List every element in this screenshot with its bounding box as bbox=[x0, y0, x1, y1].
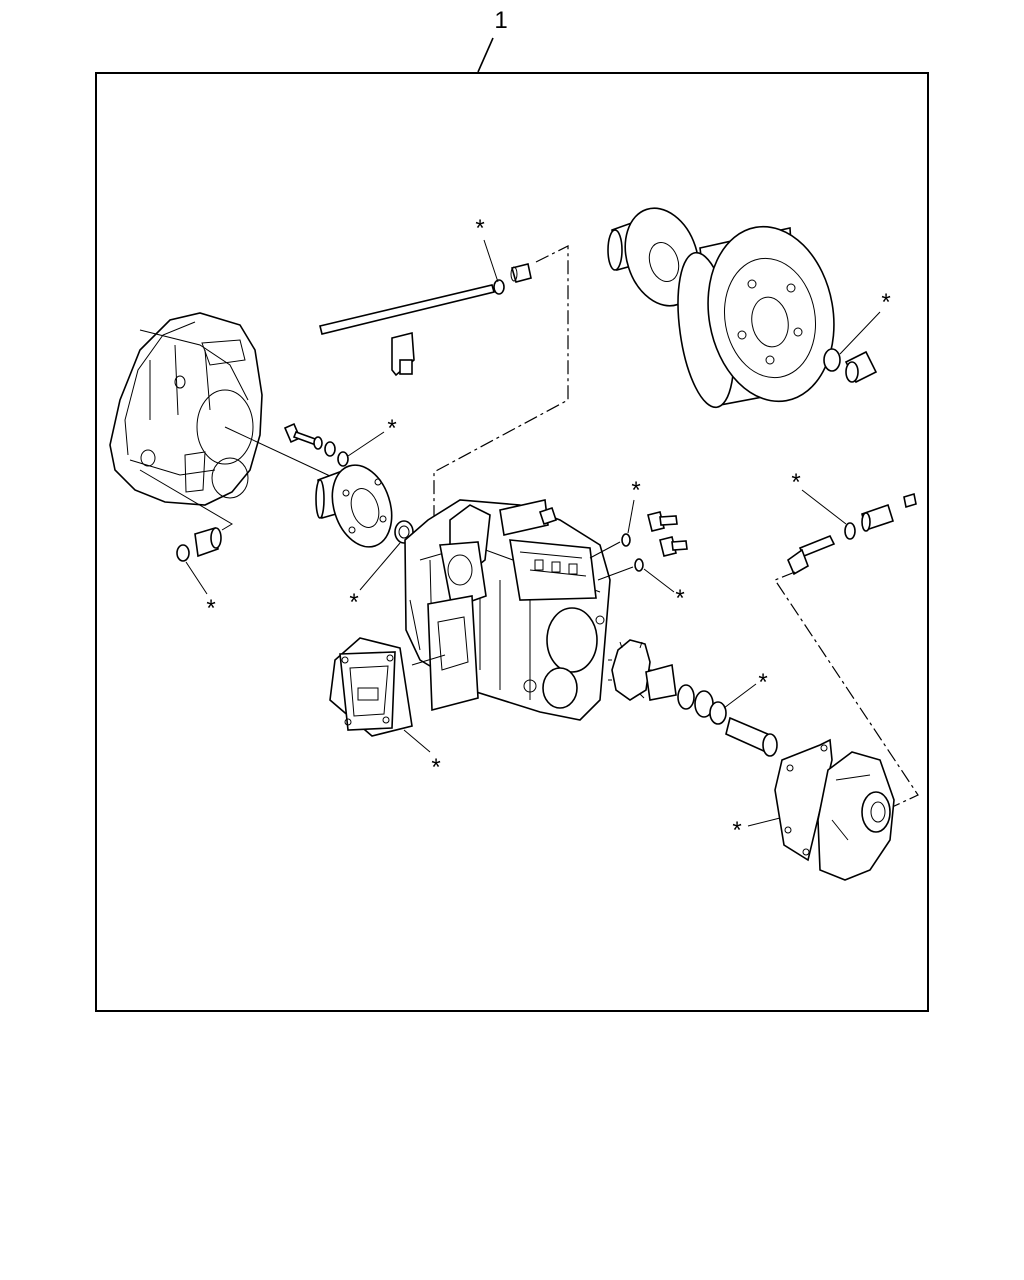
speedometer-bushing bbox=[903, 492, 917, 509]
svg-text:*: * bbox=[732, 817, 741, 844]
pilot-bushing bbox=[194, 526, 222, 558]
retainer-bolt bbox=[283, 422, 320, 447]
guide-line bbox=[139, 469, 233, 531]
washer bbox=[634, 558, 644, 572]
speedometer-driven-gear bbox=[787, 534, 836, 576]
kit-marker: * bbox=[627, 477, 641, 534]
kit-marker: * bbox=[185, 561, 216, 622]
svg-text:*: * bbox=[206, 595, 215, 622]
top-cover-gasket bbox=[329, 637, 413, 737]
output-shaft-collar bbox=[645, 663, 677, 701]
plug bbox=[510, 263, 532, 283]
kit-marker: * bbox=[349, 542, 401, 616]
guide-line bbox=[774, 571, 919, 809]
washer bbox=[324, 441, 336, 457]
kit-marker: * bbox=[475, 215, 499, 283]
output-sleeve bbox=[725, 716, 778, 757]
svg-text:*: * bbox=[475, 215, 484, 242]
extension-housing bbox=[774, 738, 895, 881]
shift-rod bbox=[319, 284, 495, 377]
kit-marker: * bbox=[723, 669, 768, 709]
rear-cover bbox=[427, 595, 479, 712]
o-ring bbox=[709, 701, 727, 725]
lock-nut bbox=[844, 350, 878, 384]
kit-marker: * bbox=[791, 469, 847, 525]
kit-marker: * bbox=[643, 568, 685, 612]
svg-text:*: * bbox=[631, 477, 640, 504]
o-ring bbox=[493, 279, 505, 295]
washer bbox=[176, 544, 190, 562]
lock-washer bbox=[313, 436, 323, 450]
svg-text:*: * bbox=[349, 589, 358, 616]
speedometer-drive-gear bbox=[608, 639, 652, 701]
svg-text:*: * bbox=[431, 754, 440, 781]
callout-number: 1 bbox=[494, 7, 507, 34]
bearing-retainer bbox=[315, 464, 393, 548]
svg-text:*: * bbox=[791, 469, 800, 496]
kit-marker: * bbox=[403, 729, 441, 781]
guide-line bbox=[411, 654, 446, 666]
kit-marker: * bbox=[732, 817, 781, 844]
clutch-housing bbox=[109, 312, 263, 506]
svg-text:*: * bbox=[758, 669, 767, 696]
guide-line bbox=[597, 566, 634, 581]
callout-leader bbox=[477, 37, 494, 73]
guide-line bbox=[589, 541, 621, 559]
kit-frame bbox=[95, 72, 929, 1012]
speedometer-sleeve bbox=[861, 503, 894, 532]
o-ring bbox=[823, 348, 841, 372]
o-ring bbox=[337, 451, 349, 467]
plug-screw bbox=[659, 536, 688, 557]
plug-screw bbox=[647, 511, 678, 532]
svg-text:*: * bbox=[387, 415, 396, 442]
parking-brake-drum bbox=[677, 225, 835, 409]
svg-text:*: * bbox=[881, 289, 890, 316]
kit-marker: * bbox=[347, 415, 397, 457]
o-ring bbox=[844, 522, 856, 540]
washer bbox=[621, 533, 631, 547]
svg-text:*: * bbox=[675, 585, 684, 612]
spacer bbox=[677, 684, 695, 710]
kit-marker: * bbox=[839, 289, 891, 355]
guide-line bbox=[224, 426, 331, 477]
